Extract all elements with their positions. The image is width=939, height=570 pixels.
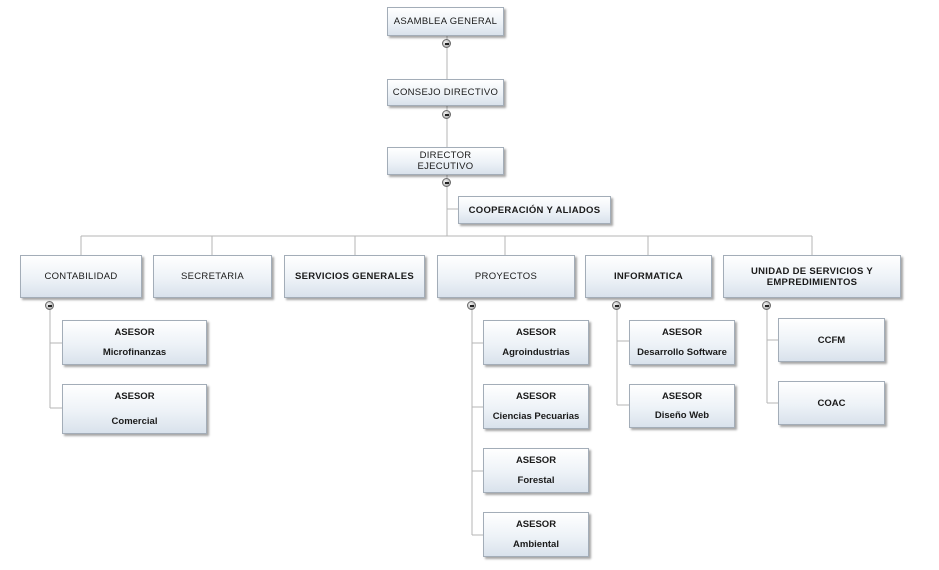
node-label: INFORMATICA: [613, 271, 684, 282]
collapse-icon[interactable]: [762, 301, 771, 310]
node-coac[interactable]: COAC: [778, 381, 885, 425]
node-title: ASESOR: [515, 519, 557, 530]
node-label: UNIDAD DE SERVICIOS Y EMPREDIMIENTOS: [750, 265, 874, 288]
node-area: Ciencias Pecuarias: [492, 411, 580, 422]
node-title: ASESOR: [515, 391, 557, 402]
node-title: ASESOR: [515, 327, 557, 338]
collapse-icon[interactable]: [612, 301, 621, 310]
node-label: CONTABILIDAD: [44, 271, 118, 282]
node-asesor-ambiental[interactable]: ASESOR Ambiental: [483, 512, 589, 557]
node-asesor-diseno-web[interactable]: ASESOR Diseño Web: [629, 384, 735, 428]
node-proyectos[interactable]: PROYECTOS: [437, 255, 575, 298]
node-title: ASESOR: [515, 455, 557, 466]
collapse-icon[interactable]: [442, 39, 451, 48]
node-title: ASESOR: [661, 391, 703, 402]
node-director-ejecutivo[interactable]: DIRECTOR EJECUTIVO: [387, 147, 504, 175]
node-title: CCFM: [817, 334, 846, 346]
node-area: Desarrollo Software: [637, 347, 727, 358]
node-title: ASESOR: [114, 327, 155, 338]
node-asesor-ciencias-pecuarias[interactable]: ASESOR Ciencias Pecuarias: [483, 384, 589, 429]
collapse-icon[interactable]: [45, 301, 54, 310]
node-label: DIRECTOR EJECUTIVO: [417, 150, 474, 172]
node-asamblea-general[interactable]: ASAMBLEA GENERAL: [387, 7, 504, 36]
node-area: Forestal: [517, 475, 555, 486]
collapse-icon[interactable]: [442, 178, 451, 187]
node-servicios-generales[interactable]: SERVICIOS GENERALES: [284, 255, 425, 298]
node-unidad-servicios[interactable]: UNIDAD DE SERVICIOS Y EMPREDIMIENTOS: [723, 255, 901, 298]
node-area: Agroindustrias: [502, 347, 570, 358]
node-label: COOPERACIÓN Y ALIADOS: [468, 204, 601, 216]
node-title: COAC: [817, 397, 846, 409]
node-asesor-forestal[interactable]: ASESOR Forestal: [483, 448, 589, 493]
node-label: SERVICIOS GENERALES: [294, 271, 415, 282]
node-title: ASESOR: [661, 327, 703, 338]
collapse-icon[interactable]: [442, 110, 451, 119]
node-area: Microfinanzas: [102, 347, 167, 358]
node-label: SECRETARIA: [180, 271, 244, 282]
node-label: PROYECTOS: [474, 271, 538, 282]
node-ccfm[interactable]: CCFM: [778, 318, 885, 362]
node-informatica[interactable]: INFORMATICA: [585, 255, 712, 298]
node-asesor-agroindustrias[interactable]: ASESOR Agroindustrias: [483, 320, 589, 365]
node-label: ASAMBLEA GENERAL: [393, 16, 498, 27]
node-asesor-comercial[interactable]: ASESOR Comercial: [62, 384, 207, 434]
node-consejo-directivo[interactable]: CONSEJO DIRECTIVO: [387, 79, 504, 106]
node-asesor-microfinanzas[interactable]: ASESOR Microfinanzas: [62, 320, 207, 365]
node-secretaria[interactable]: SECRETARIA: [153, 255, 272, 298]
node-contabilidad[interactable]: CONTABILIDAD: [20, 255, 142, 298]
node-area: Ambiental: [513, 539, 559, 550]
node-title: ASESOR: [114, 391, 155, 402]
node-cooperacion-aliados[interactable]: COOPERACIÓN Y ALIADOS: [458, 196, 611, 224]
node-asesor-desarrollo-software[interactable]: ASESOR Desarrollo Software: [629, 320, 735, 365]
node-area: Comercial: [111, 416, 158, 427]
node-label: CONSEJO DIRECTIVO: [392, 87, 499, 98]
collapse-icon[interactable]: [467, 301, 476, 310]
node-area: Diseño Web: [654, 410, 710, 421]
